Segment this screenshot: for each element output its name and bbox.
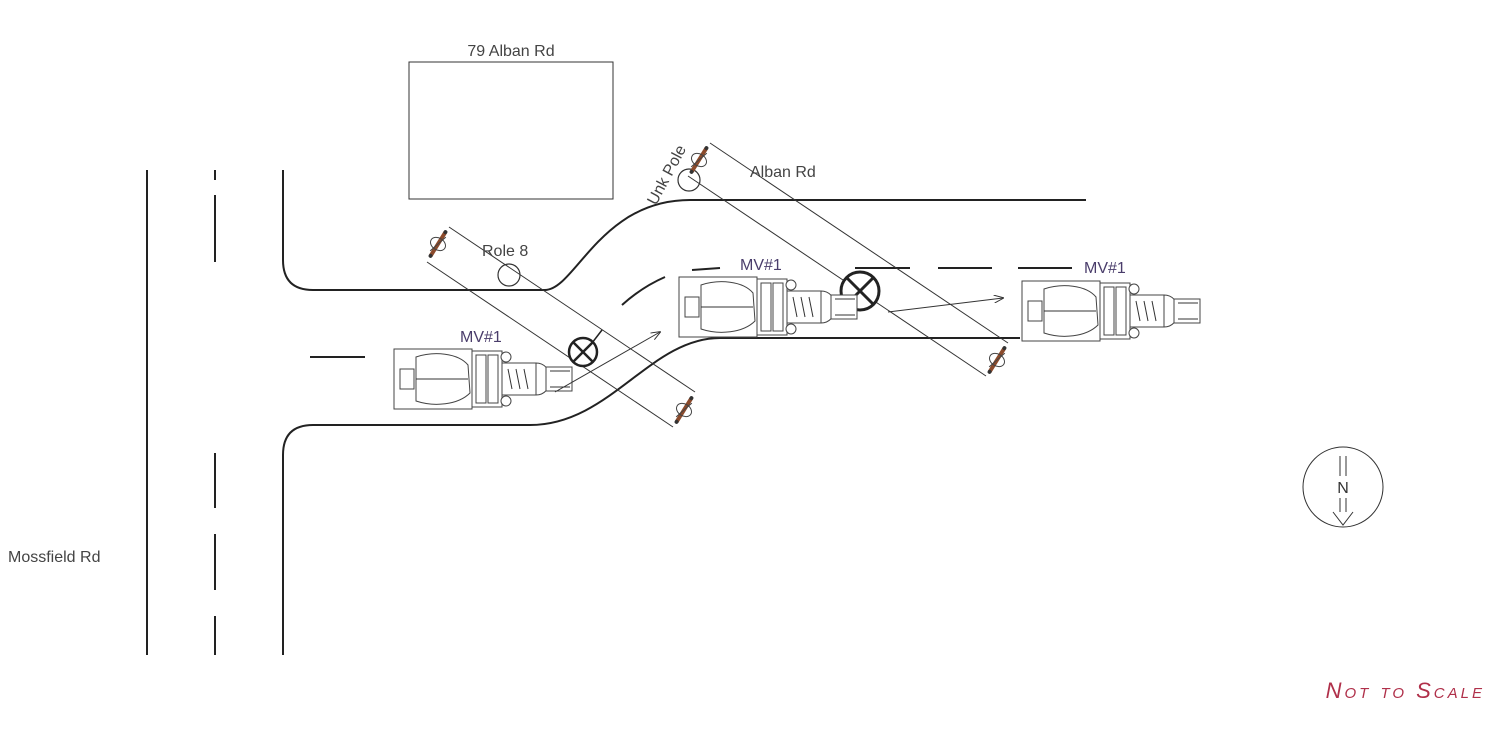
alban-road-label: Alban Rd xyxy=(750,164,816,181)
motion-arrow xyxy=(554,332,660,393)
vehicle-1-position-a xyxy=(393,348,573,410)
vehicle-1-label-b: MV#1 xyxy=(740,257,782,274)
vehicle-1-label-a: MV#1 xyxy=(460,329,502,346)
wire-lines xyxy=(426,142,1009,428)
building-label: 79 Alban Rd xyxy=(467,43,554,60)
motion-arrow xyxy=(887,298,1003,313)
vehicle-1-position-b xyxy=(678,276,858,338)
not-to-scale-label: Not to Scale xyxy=(1326,678,1485,703)
north-label: N xyxy=(1337,480,1349,497)
vehicle-1-position-c xyxy=(1021,280,1201,342)
unk-pole-marker xyxy=(677,168,701,192)
alban-road xyxy=(282,199,1086,456)
building-79-alban-rd xyxy=(408,61,614,200)
vehicle-1-label-c: MV#1 xyxy=(1084,260,1126,277)
mossfield-road xyxy=(146,170,284,655)
pole-8-label: Role 8 xyxy=(482,243,528,260)
mossfield-road-label: Mossfield Rd xyxy=(8,549,100,566)
north-arrow-icon: N xyxy=(1302,446,1384,528)
impact-point-icon xyxy=(567,329,603,368)
